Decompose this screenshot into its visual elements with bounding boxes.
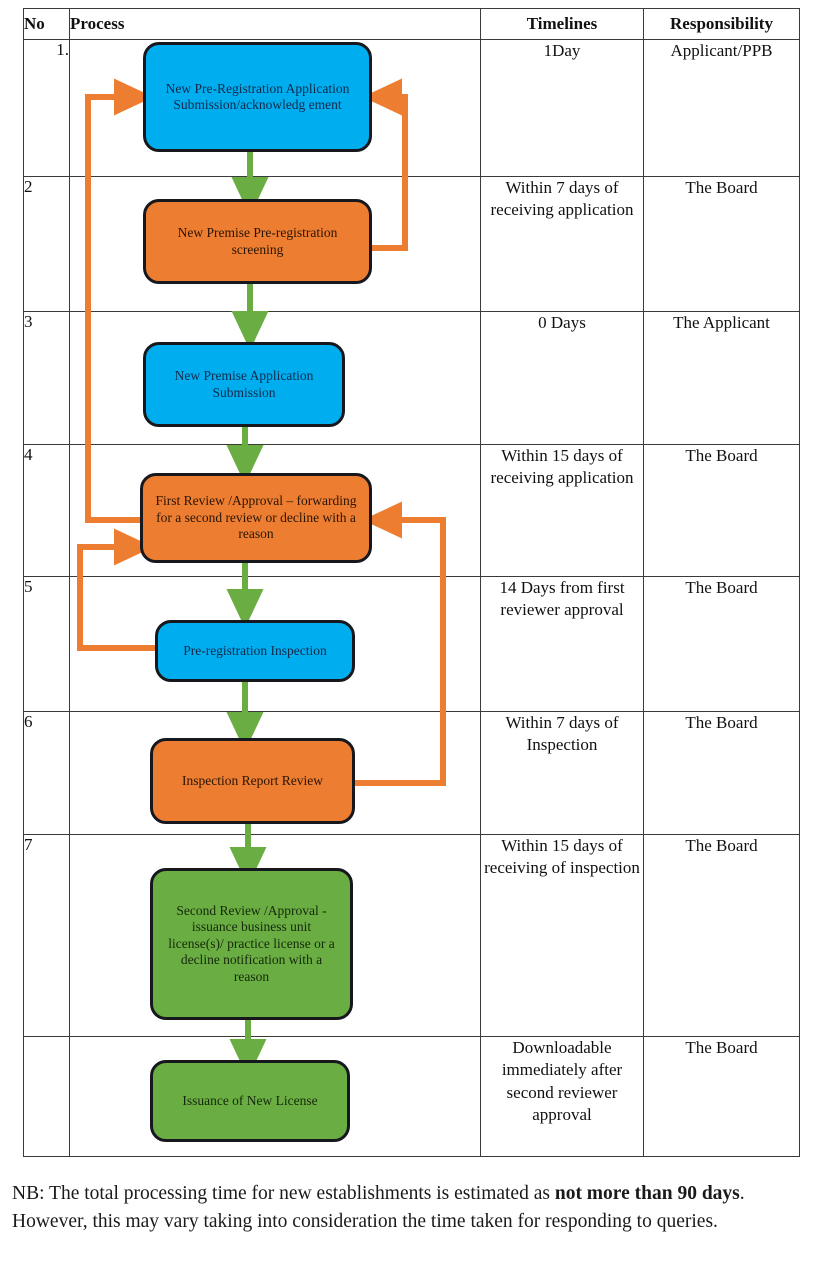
note-bold-text: not more than 90 days <box>554 1183 740 1204</box>
table-row: 2 Within 7 days of receiving application… <box>23 176 800 312</box>
row-number: 3 <box>23 311 70 445</box>
row-number: 2 <box>23 176 70 312</box>
row-process-cell <box>69 576 481 712</box>
row-responsibility: The Board <box>643 576 800 712</box>
table-row: 7 Within 15 days of receiving of inspect… <box>23 834 800 1037</box>
row-process-cell <box>69 176 481 312</box>
row-number: 7 <box>23 834 70 1037</box>
row-number: 4 <box>23 444 70 577</box>
column-header-no: No <box>23 8 70 40</box>
row-number: 1. <box>23 39 70 177</box>
column-header-process: Process <box>69 8 481 40</box>
row-timeline: Within 15 days of receiving application <box>480 444 644 577</box>
row-responsibility: Applicant/PPB <box>643 39 800 177</box>
row-responsibility: The Board <box>643 834 800 1037</box>
row-responsibility: The Board <box>643 711 800 835</box>
row-timeline: Within 15 days of receiving of inspectio… <box>480 834 644 1037</box>
column-header-timelines: Timelines <box>480 8 644 40</box>
column-header-responsibility: Responsibility <box>643 8 800 40</box>
row-process-cell <box>69 311 481 445</box>
row-process-cell <box>69 444 481 577</box>
process-table: No Process Timelines Responsibility 1. 1… <box>23 8 800 1157</box>
row-process-cell <box>69 834 481 1037</box>
row-timeline: 14 Days from first reviewer approval <box>480 576 644 712</box>
row-timeline: Within 7 days of Inspection <box>480 711 644 835</box>
row-responsibility: The Board <box>643 444 800 577</box>
processing-time-note: NB: The total processing time for new es… <box>12 1180 802 1235</box>
row-responsibility: The Board <box>643 1036 800 1157</box>
row-process-cell <box>69 711 481 835</box>
note-part-two: . However, this may vary taking into con… <box>12 1183 745 1232</box>
row-timeline: Within 7 days of receiving application <box>480 176 644 312</box>
row-number: 5 <box>23 576 70 712</box>
table-row: 5 14 Days from first reviewer approval T… <box>23 576 800 712</box>
row-process-cell <box>69 39 481 177</box>
table-row: 3 0 Days The Applicant <box>23 311 800 445</box>
row-responsibility: The Applicant <box>643 311 800 445</box>
table-row: 6 Within 7 days of Inspection The Board <box>23 711 800 835</box>
row-timeline: Downloadable immediately after second re… <box>480 1036 644 1157</box>
table-header-row: No Process Timelines Responsibility <box>23 8 800 40</box>
row-timeline: 0 Days <box>480 311 644 445</box>
row-number: 6 <box>23 711 70 835</box>
row-number <box>23 1036 70 1157</box>
row-responsibility: The Board <box>643 176 800 312</box>
table-row: 4 Within 15 days of receiving applicatio… <box>23 444 800 577</box>
table-row: Downloadable immediately after second re… <box>23 1036 800 1157</box>
note-part-one: NB: The total processing time for new es… <box>12 1183 555 1204</box>
row-process-cell <box>69 1036 481 1157</box>
row-timeline: 1Day <box>480 39 644 177</box>
table-row: 1. 1Day Applicant/PPB <box>23 39 800 177</box>
